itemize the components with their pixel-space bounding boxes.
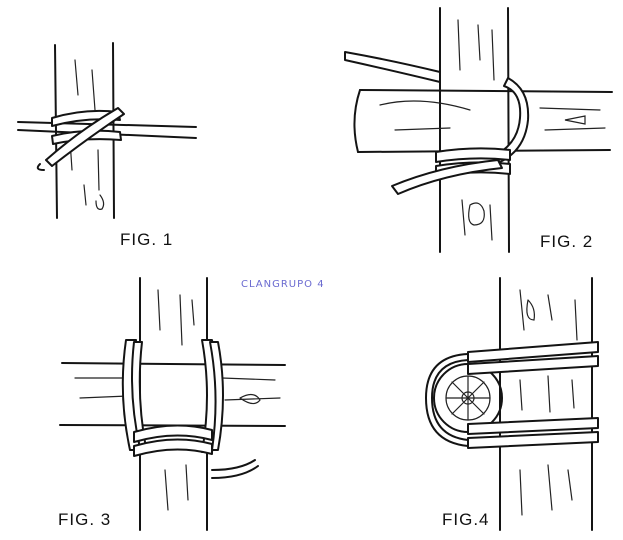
fig3-label: FIG. 3 <box>58 510 111 530</box>
fig2-drawing <box>345 8 612 252</box>
fig3-drawing <box>60 278 285 530</box>
fig1-label: FIG. 1 <box>120 230 173 250</box>
watermark-text: CLANGRUPO 4 <box>241 279 325 290</box>
fig4-drawing <box>426 278 598 530</box>
fig2-label: FIG. 2 <box>540 232 593 252</box>
fig1-drawing <box>18 43 196 218</box>
fig4-label: FIG.4 <box>442 510 490 530</box>
